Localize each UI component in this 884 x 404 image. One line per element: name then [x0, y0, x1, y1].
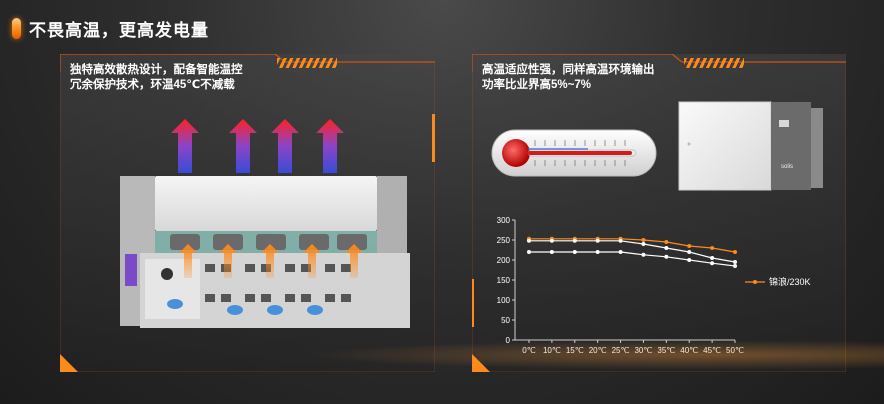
section-title: 不畏高温，更高发电量 [29, 21, 209, 40]
x-tick-label: 25℃ [612, 346, 630, 355]
y-tick-label: 0 [506, 336, 511, 345]
series-line-2 [529, 251, 736, 267]
data-point [641, 242, 646, 246]
y-tick-label: 150 [497, 276, 511, 285]
data-point [527, 250, 531, 254]
data-point [572, 250, 577, 254]
data-point [733, 250, 737, 254]
x-tick-label: 20℃ [589, 346, 607, 355]
decor-glow [300, 340, 884, 370]
data-point [710, 261, 715, 266]
y-tick-label: 200 [497, 256, 511, 265]
legend-label: 锦浪/230K [769, 276, 811, 287]
data-point [664, 240, 669, 244]
decor-stripes [684, 58, 744, 68]
decor-stripes [277, 58, 337, 68]
data-point [618, 238, 623, 243]
data-point [641, 238, 646, 242]
data-point [664, 246, 669, 250]
data-point [664, 254, 669, 259]
cooling-airflow-arrows [179, 244, 363, 278]
svg-text:solis: solis [781, 164, 793, 170]
heat-dissipation-panel: 独特高效散热设计，配备智能温控 冗余保护技术，环温45℃不减载 [60, 54, 435, 372]
x-tick-label: 15℃ [566, 346, 584, 355]
data-point [595, 238, 600, 243]
x-tick-label: 30℃ [634, 346, 652, 355]
data-point [687, 244, 692, 248]
x-tick-label: 35℃ [657, 346, 675, 355]
inverter-device-image: solis [678, 101, 823, 191]
high-temp-output-panel: 高温适应性强，同样高温环境输出 功率比业界高5%~7% [472, 54, 846, 372]
right-panel-description: 高温适应性强，同样高温环境输出 功率比业界高5%~7% [482, 64, 655, 91]
data-point [549, 250, 554, 254]
data-point [595, 250, 600, 254]
data-point [710, 256, 715, 260]
inverter-cooling-illustration [120, 119, 410, 328]
data-point [710, 246, 715, 250]
series-line-1 [529, 240, 736, 263]
x-tick-label: 50℃ [726, 346, 744, 355]
data-point [641, 252, 646, 257]
data-point [618, 250, 623, 254]
y-tick-label: 100 [497, 296, 511, 305]
legend-marker [753, 280, 757, 284]
temperature-power-chart: 0 50 100 150 200 250 300 0℃ 10℃ 15℃ 20℃ 25℃ 30℃ 35℃ 40… [497, 216, 811, 355]
section-header: 不畏高温，更高发电量 [12, 16, 209, 41]
thermometer-icon [491, 129, 657, 177]
series-line-0 [529, 238, 736, 253]
title-accent-bar [12, 18, 21, 39]
x-tick-label: 40℃ [680, 346, 698, 355]
data-point [572, 238, 577, 243]
data-point [687, 258, 692, 262]
x-tick-label: 10℃ [543, 346, 561, 355]
x-tick-label: 45℃ [703, 346, 721, 355]
left-panel-description: 独特高效散热设计，配备智能温控 冗余保护技术，环温45℃不减载 [70, 64, 243, 91]
hot-air-arrows [171, 119, 344, 173]
data-point [733, 264, 737, 268]
data-point [733, 260, 737, 264]
data-point [549, 238, 554, 243]
y-tick-label: 50 [501, 316, 510, 325]
y-tick-label: 250 [497, 236, 511, 245]
data-point [527, 238, 531, 243]
data-point [687, 250, 692, 254]
x-tick-label: 0℃ [522, 346, 535, 355]
y-tick-label: 300 [497, 216, 511, 225]
